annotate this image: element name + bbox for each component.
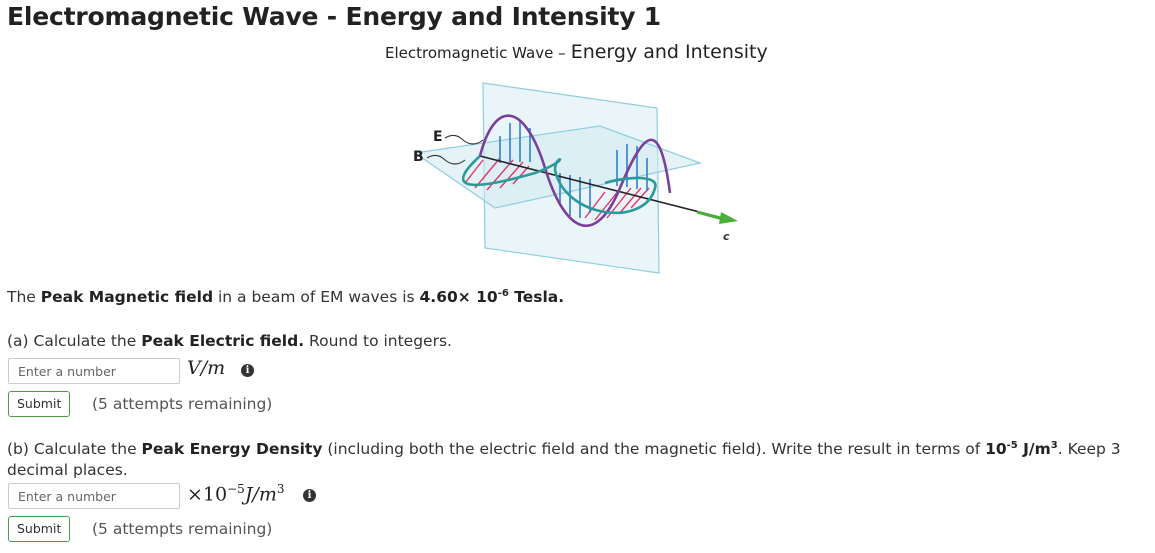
statement-exp: -6 <box>497 288 509 299</box>
answer-b-input[interactable] <box>8 483 180 509</box>
question-b-mid: (including both the electric field and t… <box>322 440 986 459</box>
info-circle-icon[interactable]: i <box>241 364 254 377</box>
unit-b-exp: −5 <box>227 482 245 496</box>
page-title: Electromagnetic Wave - Energy and Intens… <box>7 2 662 31</box>
question-b-pre: (b) Calculate the <box>7 440 142 459</box>
question-b-base: 10 <box>985 440 1007 459</box>
statement-pre: The <box>7 288 41 307</box>
label-e: E <box>433 129 443 145</box>
horizontal-plane <box>413 125 703 209</box>
question-b-bold: Peak Energy Density <box>141 440 323 459</box>
answer-a-unit: V/m <box>187 357 226 379</box>
attempts-b: (5 attempts remaining) <box>92 520 273 538</box>
unit-b-main: J/m <box>244 483 277 506</box>
question-b-exp: -5 <box>1006 440 1018 451</box>
propagation-axis <box>479 155 724 219</box>
attempts-a: (5 attempts remaining) <box>92 395 273 413</box>
b-field-curve <box>461 155 657 215</box>
figure-caption-small: Electromagnetic Wave – <box>385 44 566 62</box>
question-a-pre: (a) Calculate the <box>7 332 142 350</box>
question-b-unit-exp: 3 <box>1050 440 1058 451</box>
answer-a-input[interactable] <box>8 358 180 384</box>
e-field-curve <box>478 114 672 227</box>
figure-caption: Electromagnetic Wave – Energy and Intens… <box>385 41 768 63</box>
c-arrow-icon <box>719 212 738 224</box>
submit-a-button[interactable]: Submit <box>8 391 71 417</box>
info-circle-icon[interactable]: i <box>303 489 316 502</box>
statement-unit: Tesla. <box>508 288 565 307</box>
unit-b-main-exp: 3 <box>276 482 285 496</box>
question-a-bold: Peak Electric field. <box>141 332 305 350</box>
label-b: B <box>413 149 424 165</box>
problem-statement: The Peak Magnetic field in a beam of EM … <box>7 288 564 306</box>
question-a: (a) Calculate the Peak Electric field. R… <box>7 332 452 350</box>
statement-bold: Peak Magnetic field <box>40 288 214 307</box>
statement-value: 4.60× 10 <box>419 288 498 307</box>
label-c: c <box>723 230 730 243</box>
em-wave-figure: E B c <box>413 82 738 274</box>
question-b-post: . Keep 3 decimal places. <box>7 440 1121 480</box>
question-b: (b) Calculate the Peak Energy Density (i… <box>7 435 1137 481</box>
statement-mid: in a beam of EM waves is <box>213 288 420 307</box>
question-a-post: Round to integers. <box>304 332 452 350</box>
question-b-unit: J/m <box>1017 440 1051 459</box>
unit-b-prefix: ×10 <box>187 483 228 506</box>
submit-b-button[interactable]: Submit <box>8 516 71 542</box>
figure-caption-large: Energy and Intensity <box>570 41 768 63</box>
answer-b-unit: ×10−5J/m3 <box>187 482 285 505</box>
